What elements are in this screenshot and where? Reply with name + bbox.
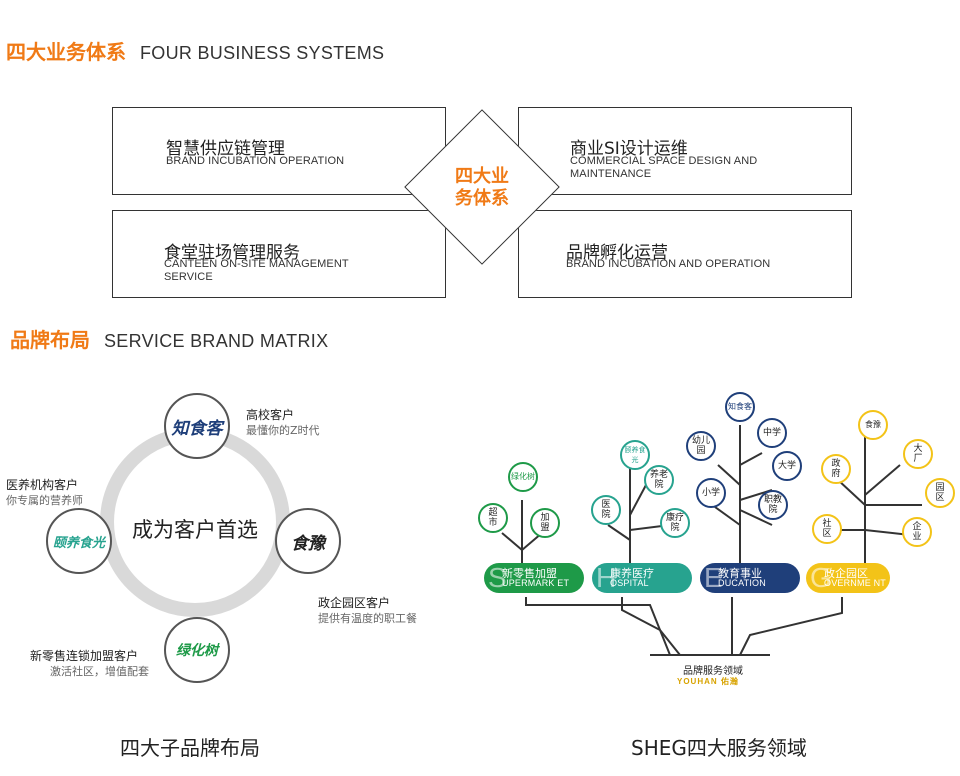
sheg-caption: SHEG四大服务领域 [631,736,807,760]
tree-logo-node: 颐养食光 [620,440,650,470]
pill-cn: 新零售加盟 [502,567,557,580]
section-title-cn: 品牌布局 [10,328,90,352]
tree-logo-node: 食豫 [858,410,888,440]
tree-node: 医院 [591,495,621,525]
tree-node: 大厂 [903,439,933,469]
pill-cn: 教育事业 [718,567,762,580]
tree-node-label: 养老院 [649,470,668,490]
business-box-supply-chain [112,107,446,195]
brand-logo: 食豫 [291,533,325,554]
tree-node-label: 大厂 [913,444,923,464]
domain-pill-education: E 教育事业 DUCATION [700,563,800,593]
customer-title: 医养机构客户 [6,478,79,492]
brand-logo: 知食客 [171,418,223,439]
domain-pill-hospital: H 康养医疗 OSPITAL [592,563,692,593]
section-title-en: FOUR BUSINESS SYSTEMS [140,43,385,63]
business-title: 商业SI设计运维 [570,139,688,159]
tree-node-label: 小学 [701,488,720,498]
business-subtitle: BRAND INCUBATION AND OPERATION [566,258,771,270]
section-title-cn: 四大业务体系 [6,40,126,64]
tree-node: 康疗院 [660,508,690,538]
customer-desc: 你专属的营养师 [6,494,83,507]
section-title-en: SERVICE BRAND MATRIX [104,331,329,351]
tree-node: 大学 [772,451,802,481]
tree-node: 职教院 [758,490,788,520]
pill-en: DUCATION [718,578,766,588]
customer-desc: 提供有温度的职工餐 [318,612,417,625]
tree-node-label: 企业 [912,522,922,542]
business-box-si-design [518,107,852,195]
tree-node-label: 大学 [777,461,796,471]
tree-node: 中学 [757,418,787,448]
tree-node: 小学 [696,478,726,508]
pill-en: OVERNME NT [824,578,887,588]
center-diamond-label: 四大业务体系 [455,166,509,209]
tree-root-label: 品牌服务领域 [683,666,743,677]
brand-matrix-caption: 四大子品牌布局 [120,736,260,760]
tree-node: 企业 [902,517,932,547]
tree-node-label: 职教院 [763,495,782,515]
tree-node: 政府 [821,454,851,484]
tree-node-label: 中学 [762,428,781,438]
tree-logo-node: 绿化树 [508,462,538,492]
tree-logo-text: 知食客 [728,402,752,411]
customer-desc: 最懂你的Z时代 [246,424,320,437]
tree-logo-text: 绿化树 [511,472,535,481]
section-title-business: 四大业务体系 FOUR BUSINESS SYSTEMS [6,36,384,65]
tree-node: 超市 [478,503,508,533]
brand-logo: 颐养食光 [52,535,105,551]
tree-node: 社区 [812,514,842,544]
tree-node-label: 幼儿园 [691,436,710,456]
tree-node-label: 超市 [488,508,498,528]
tree-node-label: 医院 [601,500,611,520]
pill-letter: G [810,563,832,593]
business-title: 智慧供应链管理 [166,139,285,159]
pill-cn: 康养医疗 [610,567,654,580]
brand-center-text: 成为客户首选 [132,518,258,542]
pill-en: UPERMARK ET [502,578,570,588]
business-subtitle: BRAND INCUBATION OPERATION [166,155,345,167]
tree-logo-node: 知食客 [725,392,755,422]
brand-circle-yiyang: 颐养食光 [46,508,112,574]
business-box-brand-incubation [518,210,852,298]
domain-pill-supermarket: S 新零售加盟 UPERMARK ET [484,563,584,593]
brand-logo: 绿化树 [176,643,218,659]
tree-node-label: 康疗院 [665,513,684,533]
tree-root-logo: YOUHAN 佑瀚 [677,677,739,686]
tree-logo-text: 食豫 [865,420,881,429]
customer-title: 高校客户 [246,408,295,422]
customer-desc: 激活社区，增值配套 [50,665,149,678]
pill-letter: S [488,563,507,593]
domain-pill-government: G 政企园区 OVERNME NT [806,563,890,593]
tree-node-label: 社区 [822,519,832,539]
business-box-canteen [112,210,446,298]
tree-node: 园区 [925,478,955,508]
business-title: 品牌孵化运营 [566,243,668,263]
customer-title: 新零售连锁加盟客户 [30,649,139,663]
business-subtitle: CANTEEN ON-SITE MANAGEMENT SERVICE [164,258,349,283]
business-title: 食堂驻场管理服务 [164,243,300,263]
section-title-brand: 品牌布局 SERVICE BRAND MATRIX [10,324,328,353]
pill-en: OSPITAL [610,578,649,588]
brand-circle-lvhuashu: 绿化树 [164,617,230,683]
sheg-tree-lines [501,425,922,656]
business-subtitle: COMMERCIAL SPACE DESIGN AND MAINTENANCE [570,155,758,180]
tree-node-label: 园区 [935,483,945,503]
tree-node-label: 加盟 [540,513,550,533]
tree-node: 养老院 [644,465,674,495]
pill-letter: H [596,563,617,593]
brand-circle-zhishike: 知食客 [164,393,230,459]
pill-letter: E [704,563,723,593]
brand-circle-shiyu: 食豫 [275,508,341,574]
customer-title: 政企园区客户 [318,596,391,610]
tree-logo-text: 颐养食光 [624,446,646,464]
pill-cn: 政企园区 [824,567,868,580]
tree-node: 幼儿园 [686,431,716,461]
tree-node: 加盟 [530,508,560,538]
tree-node-label: 政府 [831,459,841,479]
